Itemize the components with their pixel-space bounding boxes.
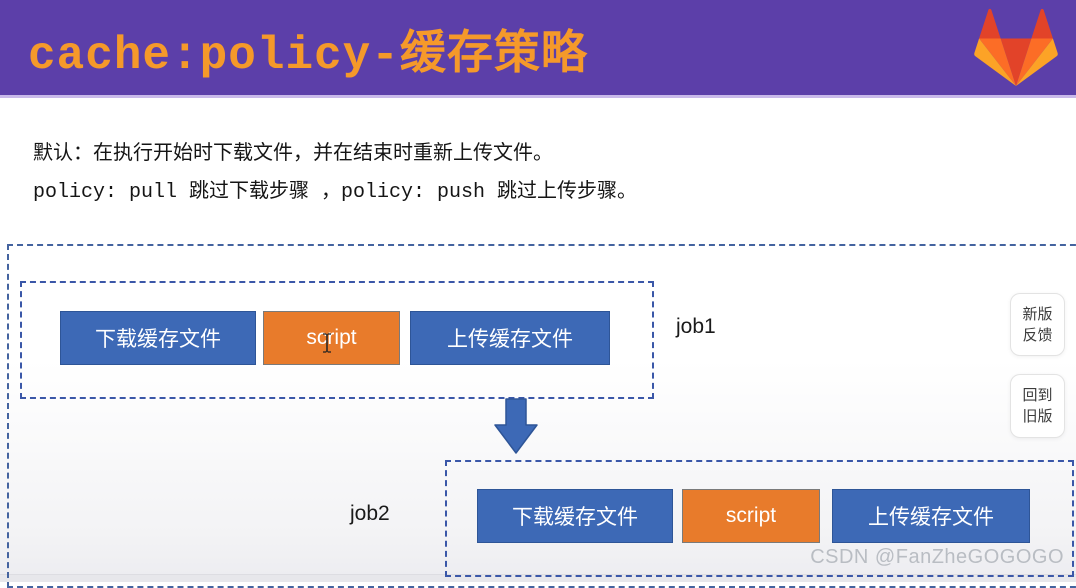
job1-step-download-cache: 下载缓存文件 — [60, 311, 256, 365]
gitlab-logo-icon — [974, 8, 1058, 87]
header-bar: cache:policy-缓存策略 — [0, 0, 1076, 98]
job2-group-box — [445, 460, 1074, 577]
job2-label: job2 — [350, 502, 390, 525]
job1-label: job1 — [676, 315, 716, 338]
button-label-line: 回到 — [1022, 387, 1053, 404]
job1-group-box — [20, 281, 654, 399]
intro-line-default: 默认：在执行开始时下载文件，并在结束时重新上传文件。 — [33, 140, 553, 164]
back-to-old-version-button[interactable]: 回到 旧版 — [1010, 374, 1065, 438]
step-label: script — [725, 504, 777, 527]
bottom-edge-strip — [0, 574, 1076, 582]
step-label: 上传缓存文件 — [447, 328, 573, 351]
text-cursor-icon — [323, 333, 331, 353]
csdn-watermark: CSDN @FanZheGOGOGO — [810, 546, 1064, 568]
job2-step-upload-cache: 上传缓存文件 — [832, 489, 1030, 543]
step-label: script — [306, 326, 357, 349]
job2-step-script: script — [682, 489, 820, 543]
page-title: cache:policy-缓存策略 — [28, 30, 588, 82]
job1-step-upload-cache: 上传缓存文件 — [410, 311, 610, 365]
job2-step-download-cache: 下载缓存文件 — [477, 489, 673, 543]
new-version-feedback-button[interactable]: 新版 反馈 — [1010, 293, 1065, 356]
button-label-line: 新版 — [1022, 305, 1053, 323]
intro-line-policy: policy: pull 跳过下载步骤 ，policy: push 跳过上传步骤… — [33, 181, 638, 204]
job1-step-script: script — [263, 311, 400, 365]
step-label: 上传缓存文件 — [868, 506, 994, 529]
step-label: 下载缓存文件 — [95, 328, 221, 351]
flow-arrow-down-icon — [494, 398, 538, 454]
button-label-line: 旧版 — [1022, 408, 1053, 425]
button-label-line: 反馈 — [1022, 326, 1053, 344]
step-label: 下载缓存文件 — [512, 506, 638, 529]
